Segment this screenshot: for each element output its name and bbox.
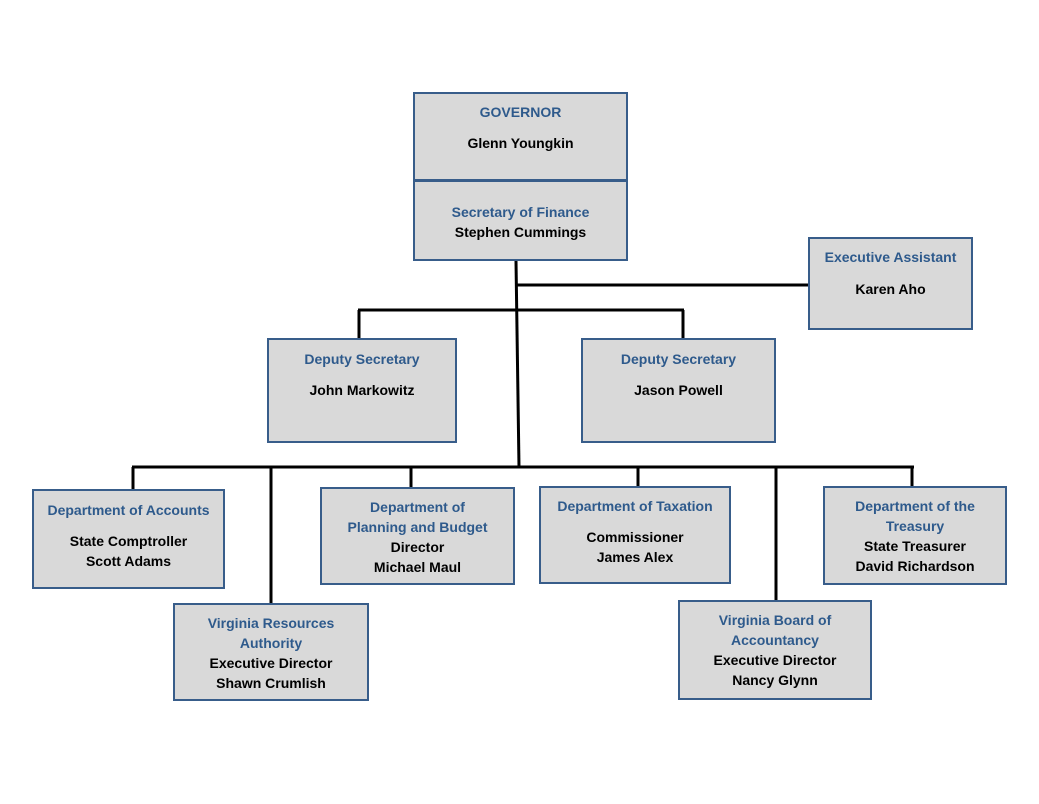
department-title: State Treasurer xyxy=(864,538,966,554)
department-role-line2: Planning and Budget xyxy=(347,519,488,535)
deputy-secretary-role: Deputy Secretary xyxy=(620,351,737,367)
governor-name: Glenn Youngkin xyxy=(467,135,574,151)
department-role-line1: Department of the xyxy=(855,498,975,514)
department-role-line1: Virginia Board of xyxy=(718,612,832,628)
executive-assistant-name: Karen Aho xyxy=(855,281,926,297)
virginia-resources-authority-box: Virginia Resources Authority Executive D… xyxy=(173,603,369,701)
deputy-secretary-box: Deputy Secretary John Markowitz xyxy=(267,338,457,443)
department-head-name: Nancy Glynn xyxy=(732,672,818,688)
secretary-role: Secretary of Finance xyxy=(451,204,590,220)
department-of-accounts-box: Department of Accounts State Comptroller… xyxy=(32,489,225,589)
department-title: Commissioner xyxy=(586,529,684,545)
department-role-line2: Authority xyxy=(239,635,303,651)
deputy-secretary-box: Deputy Secretary Jason Powell xyxy=(581,338,776,443)
connector-trunk xyxy=(514,260,521,468)
department-head-name: James Alex xyxy=(596,549,674,565)
executive-assistant-role: Executive Assistant xyxy=(824,249,957,265)
department-role-line1: Virginia Resources xyxy=(207,615,335,631)
department-of-taxation-box: Department of Taxation Commissioner Jame… xyxy=(539,486,731,584)
virginia-board-of-accountancy-box: Virginia Board of Accountancy Executive … xyxy=(678,600,872,700)
department-title: Executive Director xyxy=(209,655,333,671)
department-head-name: Shawn Crumlish xyxy=(216,675,326,691)
secretary-name: Stephen Cummings xyxy=(454,224,587,240)
department-of-planning-and-budget-box: Department of Planning and Budget Direct… xyxy=(320,487,515,585)
department-title: State Comptroller xyxy=(69,533,188,549)
department-role: Department of Taxation xyxy=(557,498,713,514)
department-role-line1: Department of xyxy=(370,499,465,515)
deputy-secretary-role: Deputy Secretary xyxy=(304,351,420,367)
executive-assistant-box: Executive Assistant Karen Aho xyxy=(808,237,973,330)
department-role-line2: Accountancy xyxy=(731,632,819,648)
department-head-name: Michael Maul xyxy=(373,559,462,575)
department-title: Director xyxy=(390,539,445,555)
governor-role: GOVERNOR xyxy=(479,104,562,120)
department-role: Department of Accounts xyxy=(47,502,210,518)
deputy-secretary-name: Jason Powell xyxy=(634,382,723,398)
department-title: Executive Director xyxy=(713,652,837,668)
department-head-name: Scott Adams xyxy=(85,553,172,569)
secretary-of-finance-box: Secretary of Finance Stephen Cummings xyxy=(413,180,628,261)
deputy-secretary-name: John Markowitz xyxy=(309,382,415,398)
governor-box: GOVERNOR Glenn Youngkin xyxy=(413,92,628,181)
department-role-line2: Treasury xyxy=(885,518,945,534)
department-head-name: David Richardson xyxy=(855,558,975,574)
department-of-the-treasury-box: Department of the Treasury State Treasur… xyxy=(823,486,1007,585)
